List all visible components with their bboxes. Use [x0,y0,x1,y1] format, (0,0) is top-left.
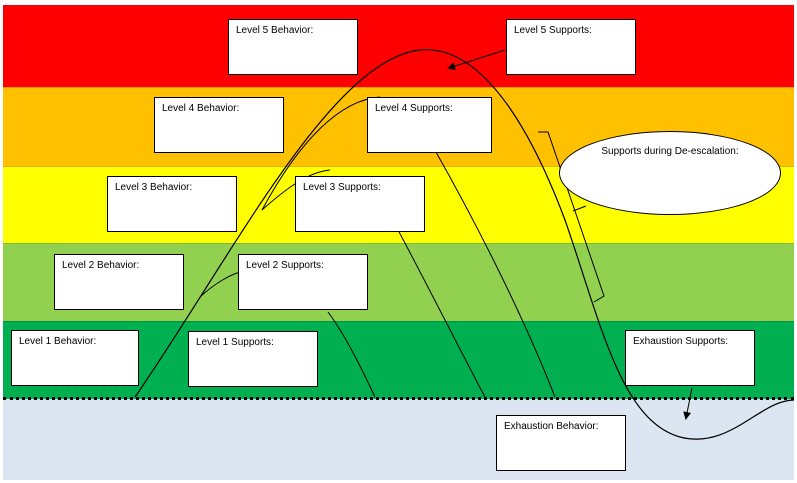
level1-supports-label: Level 1 Supports: [196,337,274,348]
level5-behavior-label: Level 5 Behavior: [236,25,314,36]
level1-behavior-label: Level 1 Behavior: [19,336,97,347]
exhaustion-behavior-label: Exhaustion Behavior: [504,421,599,432]
level4-behavior-label: Level 4 Behavior: [162,103,240,114]
level1-supports-box[interactable]: Level 1 Supports: [188,331,318,387]
level4-supports-box[interactable]: Level 4 Supports: [367,97,492,153]
exhaustion-arrow [683,387,693,420]
level4-behavior-box[interactable]: Level 4 Behavior: [154,97,284,153]
deescalation-line-3 [435,151,556,398]
level2-supports-label: Level 2 Supports: [246,260,324,271]
deescalation-bracket [538,131,605,303]
level3-behavior-box[interactable]: Level 3 Behavior: [107,176,237,232]
deescalation-line-1 [327,311,376,398]
level4-supports-label: Level 4 Supports: [375,103,453,114]
deescalation-supports-oval[interactable]: Supports during De-escalation: [559,131,781,215]
escalation-curve [134,49,795,440]
level3-behavior-label: Level 3 Behavior: [115,182,193,193]
escalation-arc-4 [261,96,381,211]
level2-behavior-label: Level 2 Behavior: [62,260,140,271]
deescalation-supports-label: Supports during De-escalation: [601,146,739,157]
level3-supports-box[interactable]: Level 3 Supports: [295,176,425,232]
level1-behavior-box[interactable]: Level 1 Behavior: [11,330,139,386]
level5-supports-box[interactable]: Level 5 Supports: [506,19,636,75]
level3-supports-label: Level 3 Supports: [303,182,381,193]
level5-behavior-box[interactable]: Level 5 Behavior: [228,19,358,75]
level5-band [3,5,794,87]
exhaustion-supports-box[interactable]: Exhaustion Supports: [625,330,755,386]
escalation-arc-2 [199,271,241,298]
level5-supports-label: Level 5 Supports: [514,25,592,36]
level2-supports-box[interactable]: Level 2 Supports: [238,254,368,310]
baseline-dotted-line [3,397,794,400]
exhaustion-band [3,399,794,480]
exhaustion-supports-label: Exhaustion Supports: [633,336,729,347]
level5-arrow [447,49,506,70]
level2-behavior-box[interactable]: Level 2 Behavior: [54,254,184,310]
deescalation-line-2 [397,229,486,398]
exhaustion-behavior-box[interactable]: Exhaustion Behavior: [496,415,626,471]
